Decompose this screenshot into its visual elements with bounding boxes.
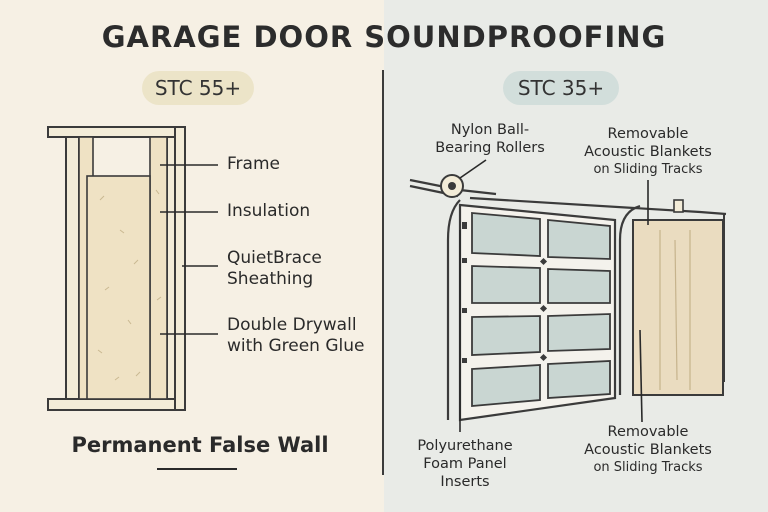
track-clip xyxy=(673,199,684,213)
label-rollers-line1: Nylon Ball- xyxy=(450,122,530,138)
left-stud xyxy=(65,136,80,400)
door-panels xyxy=(471,212,611,407)
label-insulation: Insulation xyxy=(227,201,311,221)
label-frame: Frame xyxy=(227,154,280,174)
label-sheathing-line1: QuietBrace xyxy=(227,248,322,268)
bottom-plate xyxy=(47,398,186,411)
label-rollers-line2: Bearing Rollers xyxy=(435,140,545,156)
label-sheathing-line2: Sheathing xyxy=(227,269,314,289)
drywall-layer xyxy=(174,126,186,411)
label-rollers: Nylon Ball- Bearing Rollers xyxy=(420,121,560,157)
label-drywall-line2: with Green Glue xyxy=(227,336,365,356)
label-blankets-top: Removable Acoustic Blankets on Sliding T… xyxy=(568,125,728,179)
stc-badge-left: STC 55+ xyxy=(142,71,254,105)
label-blankets-top-line2: Acoustic Blankets xyxy=(584,144,712,160)
caption-underline xyxy=(157,468,237,470)
vertical-track-right xyxy=(618,204,641,395)
label-foam: Polyurethane Foam Panel Inserts xyxy=(405,437,525,491)
vertical-track-left xyxy=(446,199,461,420)
label-blankets-top-line3: on Sliding Tracks xyxy=(593,162,703,177)
label-foam-line2: Foam Panel xyxy=(423,456,507,472)
top-plate xyxy=(47,126,186,138)
label-foam-line3: Inserts xyxy=(440,474,490,490)
label-blankets-bottom-line3: on Sliding Tracks xyxy=(593,460,703,475)
label-drywall: Double Drywall with Green Glue xyxy=(227,315,365,357)
insulation-texture xyxy=(97,189,162,381)
page-title: GARAGE DOOR SOUNDPROOFING xyxy=(101,20,667,54)
label-blankets-bottom-line2: Acoustic Blankets xyxy=(584,442,712,458)
panel-divider xyxy=(382,70,384,475)
label-blankets-top-line1: Removable xyxy=(607,126,689,142)
label-sheathing: QuietBrace Sheathing xyxy=(227,248,322,290)
label-blankets-bottom-line1: Removable xyxy=(607,424,689,440)
leader-blankets-bottom xyxy=(639,329,643,423)
false-wall-caption: Permanent False Wall xyxy=(71,433,329,457)
insulation-batt xyxy=(86,175,151,400)
roller-wheel xyxy=(440,174,464,198)
stc-badge-right: STC 35+ xyxy=(503,71,619,105)
leader-rollers xyxy=(459,159,487,179)
hinge-markers xyxy=(462,222,548,363)
acoustic-blanket xyxy=(632,214,725,396)
sheathing-layer xyxy=(166,136,176,400)
label-drywall-line1: Double Drywall xyxy=(227,315,357,335)
insulation-strip-right xyxy=(149,136,168,400)
horizontal-track xyxy=(469,196,727,216)
label-blankets-bottom: Removable Acoustic Blankets on Sliding T… xyxy=(568,423,728,477)
label-foam-line1: Polyurethane xyxy=(417,438,513,454)
